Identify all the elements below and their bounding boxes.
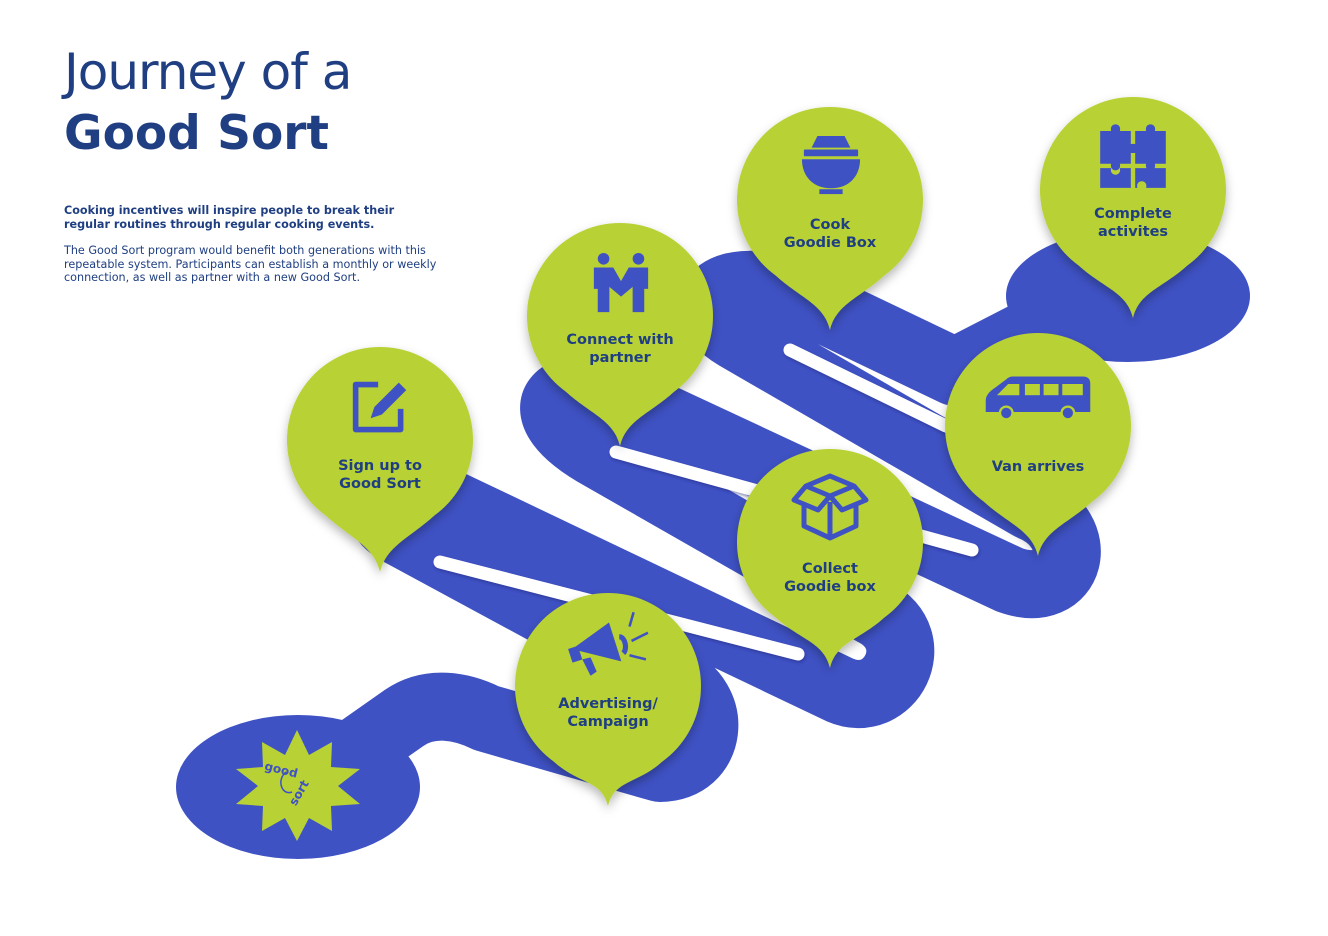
step-collect-bubble [737, 448, 923, 668]
step-connect-label-line: partner [589, 350, 651, 366]
logo-squiggle [280, 771, 293, 794]
step-complete-label: Complete activites [1094, 206, 1172, 240]
intro-paragraph-2: The Good Sort program would benefit both… [64, 244, 437, 285]
step-signup-label: Sign up to Good Sort [338, 458, 422, 492]
step-signup: Sign up to Good Sort [287, 346, 474, 572]
road-slot-3 [783, 343, 953, 433]
step-signup-label-line: Sign up to [338, 458, 422, 474]
step-advertising-label: Advertising/Campaign [558, 696, 658, 730]
step-van-label-line: Van arrives [992, 459, 1085, 475]
step-connect-label: Connect with partner [566, 332, 673, 366]
step-complete-label-line: activites [1098, 224, 1168, 240]
step-cook-label-line: Goodie Box [784, 235, 877, 251]
title-line-2: Good Sort [64, 106, 329, 161]
step-van-bubble [945, 333, 1131, 556]
good-sort-logo: good sort [236, 730, 360, 841]
step-collect-label-line: Collect [802, 561, 858, 577]
step-complete-label-line: Complete [1094, 206, 1172, 222]
logo-star-shape [236, 730, 360, 841]
step-cook-label-line: Cook [810, 217, 851, 233]
step-connect-label-line: Connect with [566, 332, 673, 348]
step-advertising: Advertising/Campaign [515, 593, 701, 806]
step-connect: Connect with partner [527, 223, 714, 446]
intro-text: Cooking incentives will inspire people t… [64, 204, 444, 285]
journey-path [176, 230, 1250, 859]
step-complete: Complete activites [1040, 96, 1227, 318]
step-advertising-label-line: Advertising/ [558, 696, 658, 712]
step-van-label: Van arrives [992, 459, 1085, 475]
step-signup-label-line: Good Sort [339, 476, 421, 492]
intro-paragraph-1: Cooking incentives will inspire people t… [64, 204, 395, 231]
step-connect-bubble [527, 223, 714, 446]
step-advertising-bubble [515, 593, 701, 806]
step-complete-bubble [1040, 96, 1227, 318]
step-cook-bubble [737, 106, 923, 330]
step-collect-label-line: Goodie box [784, 579, 876, 595]
step-signup-bubble [287, 346, 474, 572]
title-line-1: Journey of a [64, 43, 352, 101]
step-advertising-label-line: Campaign [567, 714, 648, 730]
step-van: Van arrives [945, 333, 1131, 556]
